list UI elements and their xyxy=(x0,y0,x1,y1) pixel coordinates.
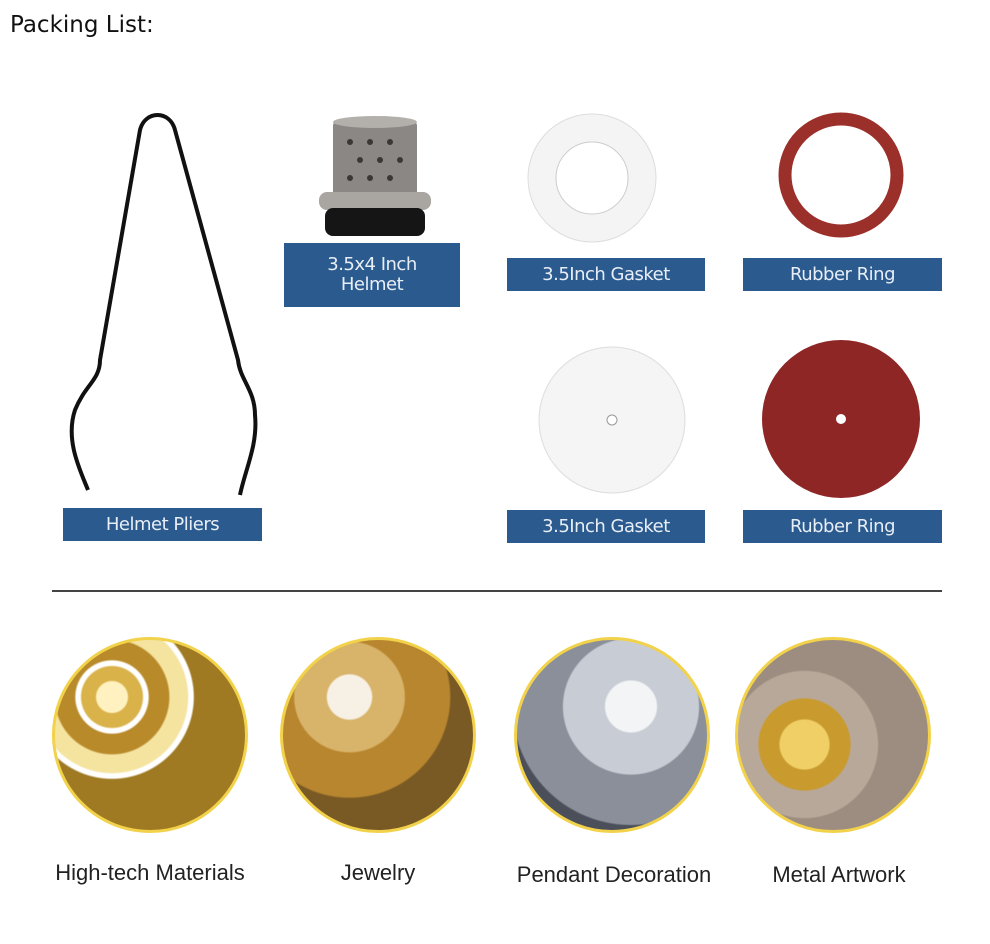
rubber-ring-image xyxy=(778,112,904,238)
app-label-jewelry: Jewelry xyxy=(340,860,416,885)
helmet-image xyxy=(319,116,431,236)
app-label-high-tech: High-tech Materials xyxy=(55,860,245,885)
pendant-decoration-image xyxy=(514,637,710,833)
app-label-pendant: Pendant Decoration xyxy=(516,862,712,887)
rubber-ring-label-2: Rubber Ring xyxy=(743,510,942,543)
helmet-pliers-label: Helmet Pliers xyxy=(63,508,262,541)
gasket-label-1: 3.5Inch Gasket xyxy=(507,258,705,291)
divider xyxy=(52,590,942,592)
gasket-label-2: 3.5Inch Gasket xyxy=(507,510,705,543)
white-gasket-disc-image xyxy=(538,346,686,494)
app-label-metal-artwork: Metal Artwork xyxy=(772,862,906,887)
page-title: Packing List: xyxy=(10,12,154,38)
helmet-label-line1: 3.5x4 Inch xyxy=(327,254,417,275)
jewelry-image xyxy=(280,637,476,833)
high-tech-materials-image xyxy=(52,637,248,833)
rubber-disc-image xyxy=(762,340,920,498)
helmet-label-line2: Helmet xyxy=(340,274,404,295)
white-gasket-ring-image xyxy=(527,113,657,243)
helmet-label: 3.5x4 Inch Helmet xyxy=(284,243,460,307)
metal-artwork-image xyxy=(735,637,931,833)
rubber-ring-label-1: Rubber Ring xyxy=(743,258,942,291)
helmet-pliers-image xyxy=(69,113,258,496)
